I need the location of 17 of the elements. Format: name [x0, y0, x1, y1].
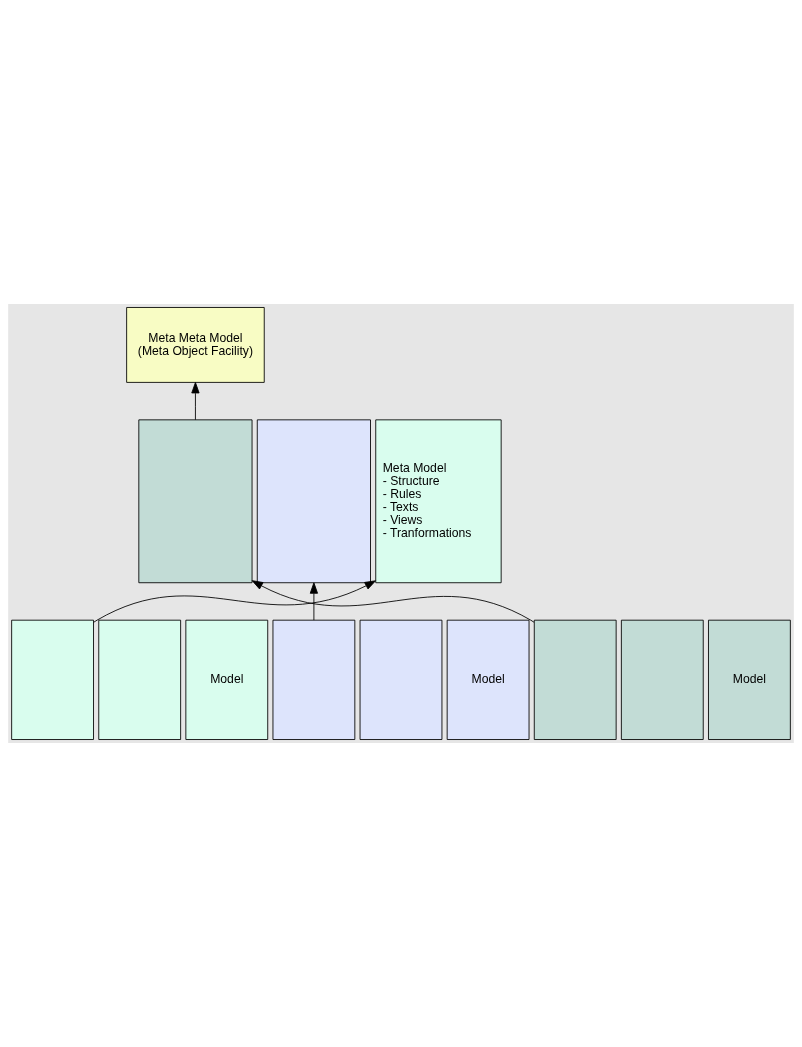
- node-box: [533, 619, 617, 740]
- arrow: [191, 382, 200, 421]
- arrow: [309, 582, 318, 621]
- node-box: Meta Meta Model (Meta Object Facility): [126, 307, 265, 383]
- node-box: [256, 419, 371, 584]
- node-box: [11, 619, 94, 740]
- arrow: [251, 580, 535, 623]
- node-box: Model: [708, 619, 791, 740]
- node-box: [620, 619, 704, 740]
- arrow: [93, 580, 376, 623]
- node-box: [359, 619, 443, 740]
- node-box: Model: [185, 619, 269, 740]
- node-box: [272, 619, 356, 740]
- node-box: [98, 619, 182, 740]
- node-box: [138, 419, 253, 584]
- node-box: Meta Model - Structure - Rules - Texts - Views - Tranformations: [375, 419, 502, 584]
- node-box: Model: [446, 619, 530, 740]
